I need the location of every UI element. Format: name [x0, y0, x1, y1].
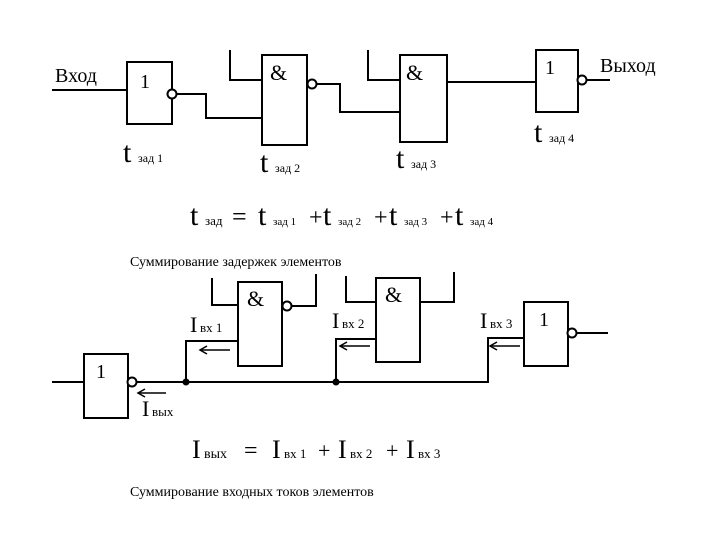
bottom-bus-wire: [136, 337, 524, 383]
svg-text:+: +: [440, 205, 454, 231]
top-gate-3-symbol: &: [406, 60, 423, 85]
svg-text:I: I: [272, 435, 281, 464]
bottom-gate-3-symbol: &: [385, 282, 402, 307]
top-wire-2-3: [316, 83, 400, 113]
delay-label-2: t зад 2: [260, 146, 300, 179]
svg-text:I: I: [338, 435, 347, 464]
top-gate-4-bubble: [576, 74, 588, 86]
top-gate-3: [399, 54, 448, 143]
svg-text:t: t: [258, 199, 267, 232]
top-circuit: Вход 1 & & 1 Выход t зад 1 t: [52, 49, 656, 270]
svg-text:t: t: [534, 116, 543, 149]
svg-text:вых: вых: [152, 404, 174, 419]
top-gate-2: [261, 54, 308, 146]
svg-text:зад 3: зад 3: [411, 157, 436, 171]
output-current-label: I вых: [142, 396, 174, 421]
top-wire-1-2: [176, 93, 262, 119]
svg-text:=: =: [244, 438, 258, 464]
delay-label-1: t зад 1: [123, 136, 163, 169]
svg-text:зад: зад: [205, 213, 223, 228]
output-current-arrow: [136, 388, 166, 398]
svg-text:вх 2: вх 2: [350, 446, 372, 461]
svg-text:t: t: [260, 146, 269, 179]
svg-text:зад 2: зад 2: [275, 161, 300, 175]
current-label-3: I вх 3: [480, 308, 512, 333]
top-gate-4-symbol: 1: [545, 57, 555, 79]
svg-text:зад 2: зад 2: [338, 216, 361, 228]
svg-text:t: t: [455, 199, 464, 232]
top-caption: Суммирование задержек элементов: [130, 255, 342, 270]
svg-text:I: I: [142, 396, 149, 421]
current-arrow-1: [198, 345, 230, 355]
bottom-gate-4: [523, 301, 569, 367]
svg-text:=: =: [232, 202, 247, 231]
bottom-wire-to-gate-3: [335, 338, 376, 382]
svg-text:+: +: [309, 205, 323, 231]
current-label-2: I вх 2: [332, 308, 364, 333]
bottom-gate-1: [83, 353, 129, 419]
bottom-gate-2-input-a: [211, 278, 238, 306]
svg-text:I: I: [192, 435, 201, 464]
svg-text:зад 4: зад 4: [470, 216, 494, 228]
svg-text:вх 3: вх 3: [418, 446, 440, 461]
bottom-circuit: 1 I вых & I вх 1 &: [52, 272, 608, 500]
current-arrow-2: [338, 341, 370, 351]
bottom-gate-2-output-wire: [291, 274, 317, 307]
svg-text:зад 1: зад 1: [138, 151, 163, 165]
bottom-gate-1-bubble: [126, 376, 138, 388]
bottom-gate-4-symbol: 1: [539, 309, 549, 331]
current-arrow-3: [488, 341, 520, 351]
delay-label-4: t зад 4: [534, 116, 574, 149]
svg-text:t: t: [123, 136, 132, 169]
bottom-gate-3-input-a: [345, 276, 376, 303]
bottom-gate-3-output-wire: [420, 272, 455, 303]
top-gate-2-bubble: [306, 78, 318, 90]
top-gate-4: [535, 49, 579, 113]
svg-text:t: t: [323, 199, 332, 232]
svg-text:t: t: [190, 199, 199, 232]
svg-text:+: +: [386, 438, 398, 463]
bottom-wire-to-gate-2: [185, 340, 238, 382]
svg-text:I: I: [406, 435, 415, 464]
delay-label-3: t зад 3: [396, 142, 436, 175]
svg-text:+: +: [318, 438, 330, 463]
top-gate-2-input-a: [229, 50, 262, 81]
svg-text:I: I: [480, 308, 487, 333]
svg-text:t: t: [396, 142, 405, 175]
svg-text:зад 1: зад 1: [273, 216, 296, 228]
svg-text:I: I: [332, 308, 339, 333]
bottom-gate-4-bubble: [566, 327, 578, 339]
svg-text:вх 1: вх 1: [200, 320, 222, 335]
svg-text:t: t: [389, 199, 398, 232]
bottom-caption: Суммирование входных токов элементов: [130, 485, 374, 500]
bottom-gate-1-symbol: 1: [96, 361, 106, 383]
top-output-label: Выход: [600, 55, 656, 77]
svg-text:вх 2: вх 2: [342, 316, 364, 331]
svg-text:зад 3: зад 3: [404, 216, 428, 228]
current-label-1: I вх 1: [190, 312, 222, 337]
delay-formula: t зад = t зад 1 + t зад 2 + t зад 3 + t …: [190, 199, 494, 232]
current-formula: I вых = I вх 1 + I вх 2 + I вх 3: [192, 435, 440, 464]
top-input-label: Вход: [55, 65, 97, 87]
bottom-gate-3: [375, 277, 421, 363]
svg-text:вх 3: вх 3: [490, 316, 512, 331]
svg-text:вх 1: вх 1: [284, 446, 306, 461]
bottom-gate-2-bubble: [281, 300, 293, 312]
svg-text:зад 4: зад 4: [549, 131, 574, 145]
svg-text:I: I: [190, 312, 197, 337]
top-gate-3-input-a: [367, 50, 400, 81]
top-gate-1-symbol: 1: [140, 71, 150, 93]
bottom-gate-2-symbol: &: [247, 286, 264, 311]
svg-text:+: +: [374, 205, 388, 231]
bottom-gate-2: [237, 281, 283, 367]
svg-text:вых: вых: [204, 447, 227, 462]
top-gate-2-symbol: &: [270, 60, 287, 85]
top-gate-1-bubble: [166, 88, 178, 100]
